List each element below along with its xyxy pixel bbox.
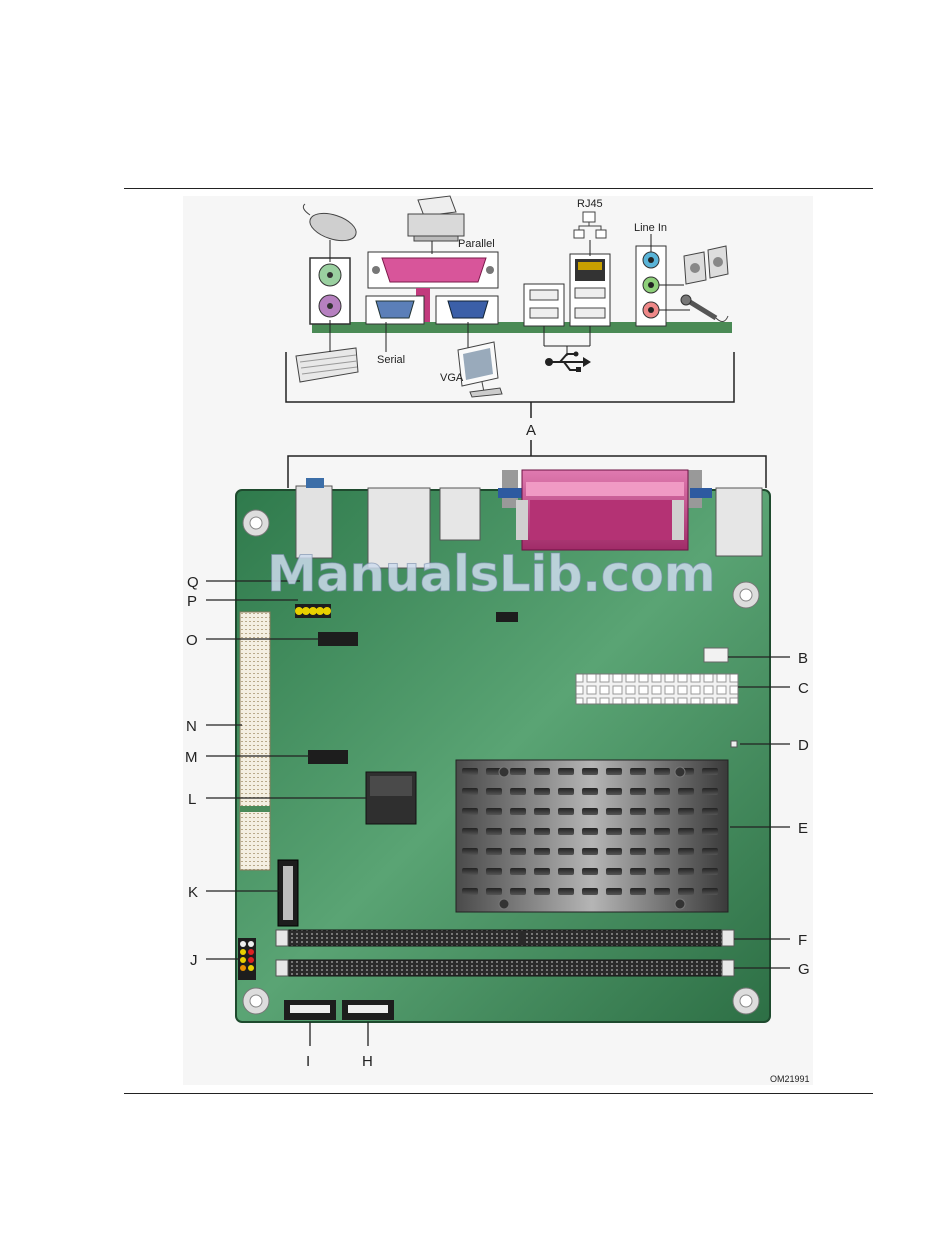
callout-m: M <box>185 749 198 766</box>
rj45-label: RJ45 <box>577 198 603 210</box>
callout-i: I <box>306 1053 310 1070</box>
callout-q: Q <box>187 574 199 591</box>
ps2-ports <box>310 258 350 324</box>
vga-label: VGA <box>440 372 464 384</box>
parallel-label: Parallel <box>458 238 495 250</box>
header-m <box>308 750 348 764</box>
header-q-pins <box>496 612 518 622</box>
front-panel-header <box>238 938 256 980</box>
callout-a: A <box>526 422 536 439</box>
line-in-label: Line In <box>634 222 667 234</box>
callout-j: J <box>190 952 198 969</box>
callout-d: D <box>798 737 809 754</box>
callout-k: K <box>188 884 198 901</box>
pci-slot <box>240 612 270 870</box>
figure-id: OM21991 <box>770 1074 810 1084</box>
serial-label: Serial <box>377 354 405 366</box>
callout-p: P <box>187 593 197 610</box>
callout-n: N <box>186 718 197 735</box>
dimm-slot-f <box>276 930 734 946</box>
watermark: ManualsLib.com <box>267 545 715 603</box>
callout-g: G <box>798 961 810 978</box>
header-p <box>295 604 331 618</box>
callout-o: O <box>186 632 198 649</box>
callout-e: E <box>798 820 808 837</box>
fan-connector <box>704 648 728 662</box>
callout-c: C <box>798 680 809 697</box>
header-o <box>318 632 358 646</box>
dimm-slot-g <box>276 960 734 976</box>
callout-h: H <box>362 1053 373 1070</box>
standby-led <box>731 741 737 747</box>
atx-power-connector <box>576 674 738 704</box>
callout-l: L <box>188 791 196 808</box>
processor-heatsink <box>456 760 728 912</box>
callout-b: B <box>798 650 808 667</box>
callout-f: F <box>798 932 807 949</box>
